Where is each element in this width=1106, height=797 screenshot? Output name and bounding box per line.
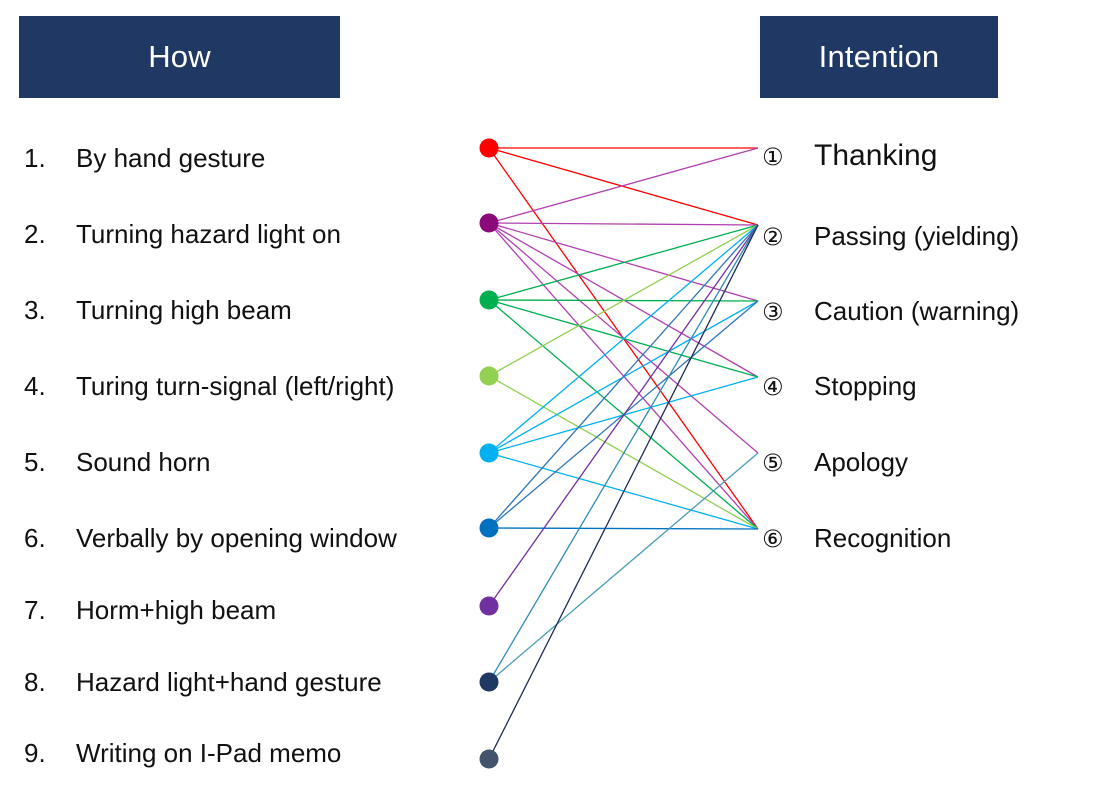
intention-header: Intention	[760, 16, 998, 98]
how-dot-5	[479, 443, 499, 463]
intention-item-2: ② Passing (yielding)	[760, 217, 1019, 255]
how-dot-6	[479, 518, 499, 538]
link-6-to-2	[488, 224, 759, 529]
intention-item-label: Stopping	[814, 371, 917, 401]
intention-item-label: Passing (yielding)	[814, 221, 1020, 251]
intention-item-number: ②	[762, 223, 784, 251]
how-item-number: 3.	[24, 295, 46, 325]
link-6-to-6	[488, 527, 759, 530]
how-dot-2	[479, 213, 499, 233]
how-item-number: 6.	[24, 523, 46, 553]
how-header-label: How	[148, 39, 211, 74]
how-dot-3	[479, 290, 499, 310]
how-item-7: 7. Horm+high beam	[24, 592, 276, 628]
links-layer	[488, 147, 759, 760]
how-item-label: Horm+high beam	[76, 595, 277, 625]
intention-item-6: ⑥ Recognition	[760, 519, 951, 557]
how-dot-9	[479, 749, 499, 769]
how-item-number: 1.	[24, 143, 46, 173]
intention-header-label: Intention	[818, 39, 940, 74]
how-item-label: Writing on I-Pad memo	[76, 738, 342, 768]
link-9-to-2	[488, 224, 759, 760]
how-dot-4	[479, 366, 499, 386]
how-dot-1	[479, 138, 499, 158]
how-item-1: 1. By hand gesture	[24, 140, 265, 176]
how-item-label: Turing turn-signal (left/right)	[76, 371, 395, 401]
how-item-number: 7.	[24, 595, 46, 625]
how-item-label: Turning high beam	[76, 295, 292, 325]
how-item-label: Hazard light+hand gesture	[76, 667, 382, 697]
how-dot-7	[479, 596, 499, 616]
how-dot-8	[479, 672, 499, 692]
intention-item-number: ⑤	[762, 449, 784, 477]
how-item-3: 3. Turning high beam	[24, 292, 292, 328]
intention-item-number: ⑥	[762, 525, 784, 553]
intention-item-number: ①	[762, 143, 784, 171]
intention-item-label: Recognition	[814, 523, 952, 553]
link-7-to-2	[488, 224, 759, 607]
how-item-9: 9. Writing on I-Pad memo	[24, 735, 341, 771]
link-1-to-2	[488, 147, 759, 226]
how-item-8: 8. Hazard light+hand gesture	[24, 664, 382, 700]
how-item-4: 4. Turing turn-signal (left/right)	[24, 368, 394, 404]
how-item-6: 6. Verbally by opening window	[24, 520, 397, 556]
how-item-number: 2.	[24, 219, 46, 249]
intention-item-3: ③ Caution (warning)	[760, 292, 1019, 330]
intention-item-label: Caution (warning)	[814, 296, 1020, 326]
how-item-label: By hand gesture	[76, 143, 266, 173]
intention-item-number: ③	[762, 298, 784, 326]
how-item-2: 2. Turning hazard light on	[24, 216, 341, 252]
intention-item-label: Thanking	[814, 139, 938, 172]
link-3-to-2	[488, 224, 759, 301]
intention-item-5: ⑤ Apology	[760, 443, 908, 481]
how-item-number: 5.	[24, 447, 46, 477]
link-8-to-2	[488, 224, 759, 683]
link-5-to-2	[488, 224, 759, 454]
link-2-to-2	[488, 222, 759, 226]
intention-item-1: ① Thanking	[760, 137, 937, 175]
how-item-number: 9.	[24, 738, 46, 768]
how-item-number: 4.	[24, 371, 46, 401]
how-item-label: Turning hazard light on	[76, 219, 341, 249]
how-item-5: 5. Sound horn	[24, 444, 210, 480]
dots-layer	[479, 138, 499, 769]
link-4-to-2	[488, 224, 759, 377]
how-header: How	[19, 16, 340, 98]
intention-item-number: ④	[762, 373, 784, 401]
link-8-to-5	[488, 452, 759, 683]
how-item-number: 8.	[24, 667, 46, 697]
how-item-label: Verbally by opening window	[76, 523, 397, 553]
how-item-label: Sound horn	[76, 447, 211, 477]
intention-item-label: Apology	[814, 447, 908, 477]
intention-item-4: ④ Stopping	[760, 367, 917, 405]
link-2-to-1	[488, 147, 759, 224]
